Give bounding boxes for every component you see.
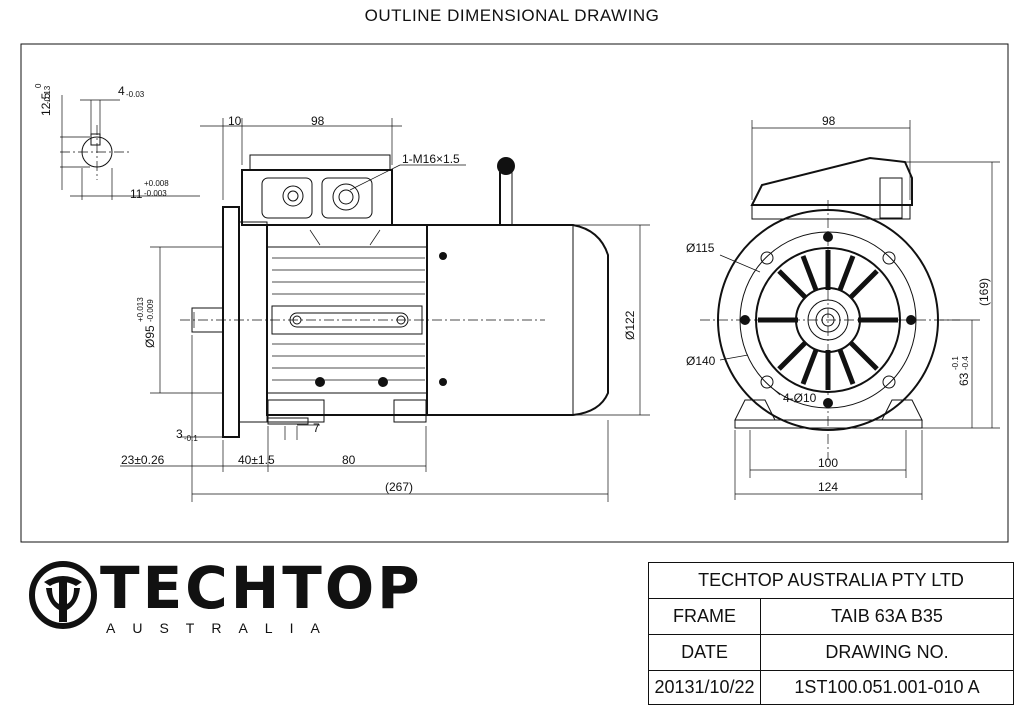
title-block-company-row: TECHTOP AUSTRALIA PTY LTD — [649, 563, 1013, 599]
dia-140: Ø140 — [686, 354, 716, 368]
key-depth-dim: 12.5 — [39, 92, 53, 116]
dim-40: 40±1.5 — [238, 453, 275, 467]
motor-end-view — [700, 120, 1000, 500]
title-block-frame-row: FRAME TAIB 63A B35 — [649, 599, 1013, 635]
spigot-tol-bot: -0.009 — [146, 299, 155, 322]
title-block-value-row: 20131/10/22 1ST100.051.001-010 A — [649, 671, 1013, 704]
shaft-dia-dim: 11 — [130, 187, 143, 201]
drawing-border — [20, 43, 1009, 543]
dim-63-tol-top: -0.1 — [951, 356, 960, 370]
dim-98-end: 98 — [822, 114, 836, 128]
dim-80: 80 — [342, 453, 356, 467]
spigot-dia: Ø95 — [143, 325, 157, 348]
body-dia: Ø122 — [623, 310, 637, 340]
date-value: 20131/10/22 — [649, 671, 761, 704]
dim-98-side: 98 — [311, 114, 325, 128]
title-block-header-row: DATE DRAWING NO. — [649, 635, 1013, 671]
thread-callout: 1-M16×1.5 — [402, 152, 460, 166]
shaft-key-detail — [60, 95, 200, 200]
key-width-dim: 4 — [118, 84, 125, 98]
holes-callout: 4-Ø10 — [783, 391, 817, 405]
techtop-logo: TECHTOP AUSTRALIA — [28, 554, 420, 650]
dim-63: 63 — [957, 372, 971, 386]
drawing-no-value: 1ST100.051.001-010 A — [794, 677, 980, 697]
techtop-emblem-icon — [29, 561, 97, 629]
key-depth-tol-bot: -0.13 — [43, 85, 52, 104]
logo-subtitle: AUSTRALIA — [106, 620, 337, 636]
shaft-tol-bot: -0.003 — [144, 189, 167, 198]
motor-side-view — [120, 118, 650, 502]
dim-3: 3 — [176, 427, 183, 441]
dim-124: 124 — [818, 480, 838, 494]
dim-100: 100 — [818, 456, 838, 470]
date-label: DATE — [649, 635, 761, 670]
drawing-no-label: DRAWING NO. — [825, 642, 949, 662]
dim-169: (169) — [977, 278, 991, 306]
spigot-tol-top: +0.013 — [136, 297, 145, 322]
key-width-tol: -0.03 — [126, 90, 145, 99]
dim-63-tol-bot: -0.4 — [961, 356, 970, 370]
logo-wordmark: TECHTOP — [100, 554, 423, 622]
key-depth-tol-top: 0 — [34, 83, 43, 88]
frame-value: TAIB 63A B35 — [831, 606, 943, 626]
dia-115: Ø115 — [686, 241, 715, 255]
dim-3-tol: -0.1 — [184, 434, 198, 443]
title-block: TECHTOP AUSTRALIA PTY LTD FRAME TAIB 63A… — [648, 562, 1014, 705]
shaft-tol-top: +0.008 — [144, 179, 169, 188]
dim-7: 7 — [313, 421, 320, 435]
company-name: TECHTOP AUSTRALIA PTY LTD — [698, 570, 964, 590]
frame-label: FRAME — [649, 599, 761, 634]
dim-10: 10 — [228, 114, 242, 128]
dim-23: 23±0.26 — [121, 453, 165, 467]
drawing-title: OUTLINE DIMENSIONAL DRAWING — [364, 6, 660, 25]
dim-267: (267) — [385, 480, 413, 494]
